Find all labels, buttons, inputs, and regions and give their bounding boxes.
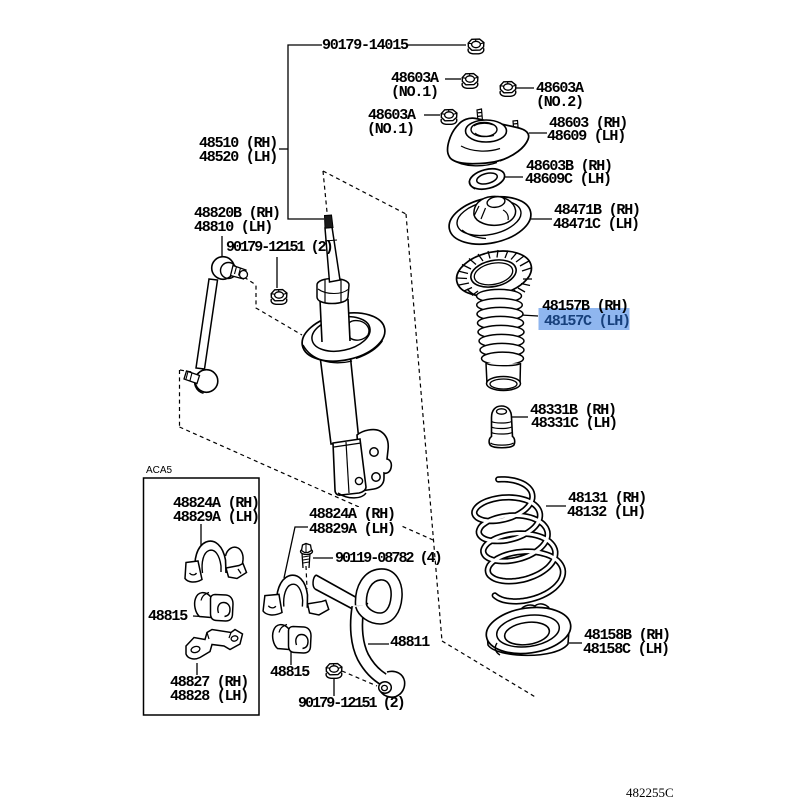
svg-text:48158B (RH): 48158B (RH) <box>584 627 670 644</box>
svg-text:48815: 48815 <box>148 608 188 625</box>
svg-text:48471C (LH): 48471C (LH) <box>553 216 639 233</box>
svg-text:(NO.2): (NO.2) <box>536 94 583 111</box>
svg-text:482255C: 482255C <box>626 785 674 800</box>
svg-text:48131 (RH): 48131 (RH) <box>568 490 646 507</box>
svg-text:48132 (LH): 48132 (LH) <box>567 504 645 521</box>
svg-text:48820B (RH): 48820B (RH) <box>194 205 280 222</box>
svg-text:48827 (RH): 48827 (RH) <box>170 674 248 691</box>
svg-text:48810 (LH): 48810 (LH) <box>194 219 272 236</box>
svg-text:48471B (RH): 48471B (RH) <box>554 202 640 219</box>
svg-text:(NO.1): (NO.1) <box>391 84 438 101</box>
svg-text:48829A (LH): 48829A (LH) <box>173 509 259 526</box>
svg-text:48815: 48815 <box>270 664 310 681</box>
svg-text:48158C (LH): 48158C (LH) <box>583 641 669 658</box>
svg-text:48157C (LH): 48157C (LH) <box>544 313 630 330</box>
svg-text:ACA5: ACA5 <box>146 465 173 476</box>
svg-text:90179-12151 (2): 90179-12151 (2) <box>226 239 332 256</box>
svg-text:48609 (LH): 48609 (LH) <box>547 128 625 145</box>
svg-text:48828 (LH): 48828 (LH) <box>170 688 248 705</box>
svg-text:48824A (RH): 48824A (RH) <box>309 506 395 523</box>
svg-text:48510 (RH): 48510 (RH) <box>199 135 277 152</box>
svg-text:90179-12151 (2): 90179-12151 (2) <box>298 695 404 712</box>
svg-text:48331C (LH): 48331C (LH) <box>531 415 617 432</box>
svg-text:48603A: 48603A <box>368 107 416 124</box>
svg-text:48603A: 48603A <box>536 80 584 97</box>
svg-text:48824A (RH): 48824A (RH) <box>173 495 259 512</box>
svg-text:48603 (RH): 48603 (RH) <box>549 115 627 132</box>
svg-text:(NO.1): (NO.1) <box>367 121 414 138</box>
svg-text:48603A: 48603A <box>391 70 439 87</box>
svg-text:90119-08782 (4): 90119-08782 (4) <box>335 550 441 567</box>
svg-text:48609C (LH): 48609C (LH) <box>525 171 611 188</box>
svg-text:48520 (LH): 48520 (LH) <box>199 149 277 166</box>
svg-text:48331B (RH): 48331B (RH) <box>530 402 616 419</box>
svg-text:48811: 48811 <box>390 634 430 651</box>
svg-text:48603B (RH): 48603B (RH) <box>526 158 612 175</box>
svg-text:48157B (RH): 48157B (RH) <box>542 298 628 315</box>
svg-text:48829A (LH): 48829A (LH) <box>309 521 395 538</box>
svg-text:90179-14015: 90179-14015 <box>322 37 409 54</box>
